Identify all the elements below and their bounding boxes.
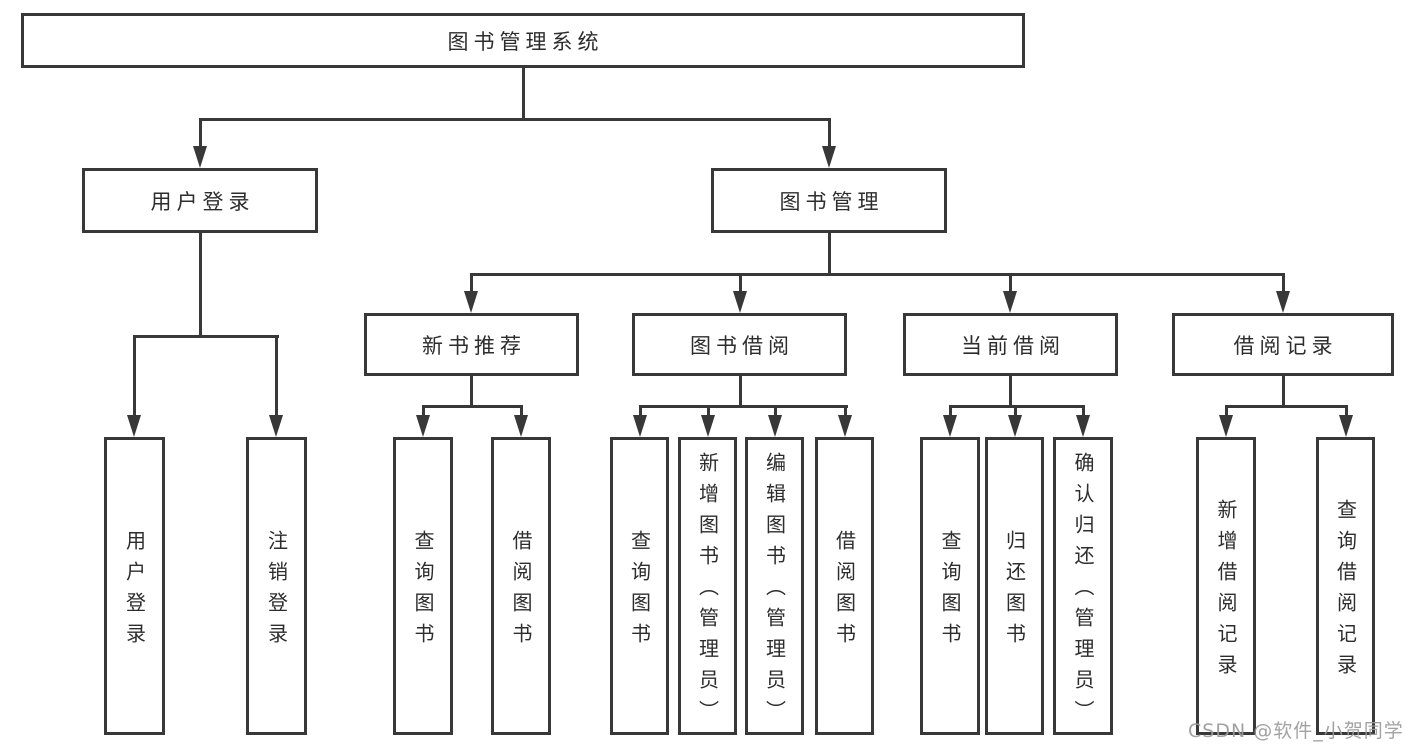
leaf-user-login: 用户登录: [104, 437, 165, 735]
connector-records-bar: [1224, 405, 1348, 408]
node-user-login-label: 用户登录: [150, 189, 255, 214]
node-root: 图书管理系统: [21, 13, 1025, 68]
connector-root-stem: [521, 68, 525, 118]
leaf-query-borrow-record: 查询借阅记录: [1316, 437, 1375, 735]
arrow-down-icon: [701, 415, 715, 437]
leaf-return-book-label: 归还图书: [1002, 529, 1027, 654]
leaf-logout: 注销登录: [246, 437, 307, 735]
leaf-logout-label: 注销登录: [264, 529, 289, 654]
leaf-add-borrow-record-label: 新增借阅记录: [1214, 498, 1238, 685]
arrow-down-icon: [1339, 415, 1353, 437]
connector-borrow-stem: [738, 376, 742, 405]
node-new-book-recommend-label: 新书推荐: [422, 333, 526, 358]
connector-leaf-drop: [1344, 405, 1348, 417]
leaf-query-books-current: 查询图书: [920, 437, 980, 735]
leaf-add-book-admin: 新增图书（管理员）: [678, 437, 737, 735]
leaf-borrow-books-borrow: 借阅图书: [815, 437, 874, 735]
arrow-down-icon: [514, 415, 528, 437]
connector-leaf-drop: [274, 335, 278, 417]
arrow-down-icon: [127, 415, 141, 437]
connector-level1-bar: [198, 118, 831, 121]
connector-records-stem: [1281, 376, 1285, 405]
leaf-query-books-current-label: 查询图书: [938, 529, 962, 654]
arrow-down-icon: [193, 146, 207, 168]
connector-current-bar: [948, 405, 1085, 408]
connector-borrow-bar: [638, 405, 848, 408]
leaf-borrow-books-recommend: 借阅图书: [491, 437, 551, 735]
node-book-management: 图书管理: [711, 168, 947, 233]
node-book-borrow-label: 图书借阅: [690, 333, 794, 358]
node-current-borrow: 当前借阅: [903, 313, 1118, 376]
connector-current-stem: [1008, 376, 1012, 405]
arrow-down-icon: [1003, 291, 1017, 313]
leaf-query-books-recommend-label: 查询图书: [411, 529, 435, 654]
connector-user-login-drop: [198, 118, 202, 148]
leaf-edit-book-admin: 编辑图书（管理员）: [745, 437, 804, 735]
node-root-label: 图书管理系统: [447, 29, 604, 54]
connector-recommend-bar: [421, 405, 523, 408]
leaf-add-book-admin-label: 新增图书（管理员）: [695, 452, 720, 731]
connector-leaf-drop: [948, 405, 952, 417]
node-borrow-records: 借阅记录: [1172, 313, 1394, 376]
connector-leaf-drop: [843, 405, 847, 417]
connector-user-login-bar: [132, 335, 279, 338]
arrow-down-icon: [269, 415, 283, 437]
connector-l3-drop: [469, 273, 473, 293]
connector-leaf-drop: [1224, 405, 1228, 417]
arrow-down-icon: [1276, 291, 1290, 313]
arrow-down-icon: [1076, 415, 1090, 437]
connector-leaf-drop: [421, 405, 425, 417]
connector-leaf-drop: [1013, 405, 1017, 417]
node-book-management-label: 图书管理: [779, 189, 884, 214]
arrow-down-icon: [464, 291, 478, 313]
node-book-borrow: 图书借阅: [632, 313, 847, 376]
leaf-add-borrow-record: 新增借阅记录: [1196, 437, 1256, 735]
connector-l3-drop: [738, 273, 742, 293]
arrow-down-icon: [1008, 415, 1022, 437]
arrow-down-icon: [733, 291, 747, 313]
leaf-return-book: 归还图书: [985, 437, 1044, 735]
node-current-borrow-label: 当前借阅: [961, 333, 1065, 358]
connector-leaf-drop: [132, 335, 136, 417]
connector-leaf-drop: [773, 405, 777, 417]
connector-book-mgmt-stem: [827, 233, 831, 273]
connector-level2-bar: [469, 273, 1285, 276]
leaf-borrow-books-borrow-label: 借阅图书: [832, 529, 857, 654]
arrow-down-icon: [838, 415, 852, 437]
leaf-borrow-books-recommend-label: 借阅图书: [509, 529, 533, 654]
connector-leaf-drop: [638, 405, 642, 417]
leaf-edit-book-admin-label: 编辑图书（管理员）: [762, 452, 787, 731]
leaf-confirm-return-admin: 确认归还（管理员）: [1053, 437, 1113, 735]
node-new-book-recommend: 新书推荐: [364, 313, 579, 376]
connector-user-login-stem: [198, 233, 202, 335]
leaf-confirm-return-admin-label: 确认归还（管理员）: [1071, 452, 1095, 731]
connector-leaf-drop: [706, 405, 710, 417]
arrow-down-icon: [1219, 415, 1233, 437]
connector-leaf-drop: [1081, 405, 1085, 417]
arrow-down-icon: [943, 415, 957, 437]
leaf-user-login-label: 用户登录: [122, 529, 147, 654]
leaf-query-borrow-record-label: 查询借阅记录: [1333, 498, 1358, 685]
connector-book-mgmt-drop: [827, 118, 831, 148]
leaf-query-books-recommend: 查询图书: [393, 437, 453, 735]
arrow-down-icon: [822, 146, 836, 168]
connector-recommend-stem: [469, 376, 473, 405]
node-user-login: 用户登录: [82, 168, 318, 233]
csdn-watermark: CSDN @软件_小贺同学: [1188, 720, 1404, 742]
arrow-down-icon: [416, 415, 430, 437]
leaf-query-books-borrow: 查询图书: [610, 437, 669, 735]
node-borrow-records-label: 借阅记录: [1233, 333, 1338, 358]
arrow-down-icon: [768, 415, 782, 437]
arrow-down-icon: [633, 415, 647, 437]
connector-leaf-drop: [519, 405, 523, 417]
connector-l3-drop: [1281, 273, 1285, 293]
connector-l3-drop: [1008, 273, 1012, 293]
leaf-query-books-borrow-label: 查询图书: [627, 529, 652, 654]
